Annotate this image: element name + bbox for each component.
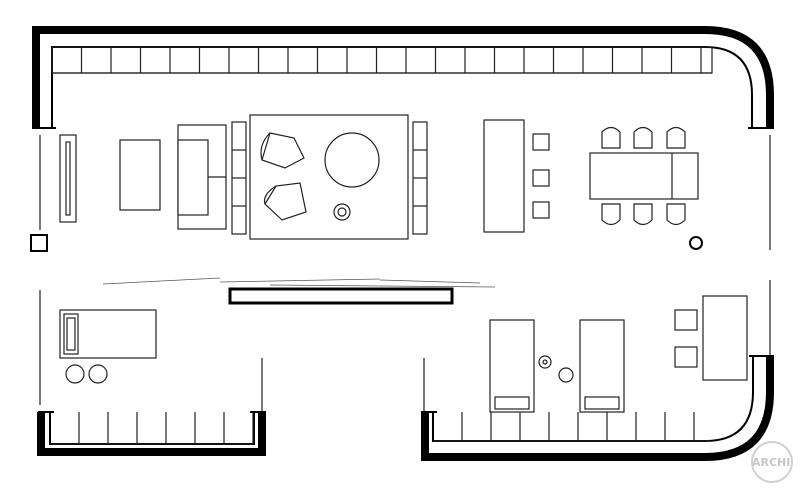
watermark-logo: ARCHI [751, 441, 793, 483]
lounge-chair-2 [264, 182, 307, 221]
desk [702, 295, 748, 381]
dining-area [483, 119, 703, 250]
living-area [59, 114, 428, 240]
pouf-2 [88, 364, 108, 384]
sliding-partition [102, 277, 496, 305]
pouf [558, 367, 574, 383]
plant [538, 355, 552, 369]
pouf-1 [65, 364, 85, 384]
console [483, 119, 525, 233]
coffee-table [119, 139, 161, 211]
top-window-strip [51, 46, 713, 74]
stool-1 [532, 133, 550, 151]
dining-table [589, 152, 699, 200]
svg-text:ARCHI: ARCHI [752, 456, 790, 469]
bedroom-right [423, 295, 748, 413]
chairs-bottom [601, 203, 686, 226]
chairs-top [601, 126, 686, 149]
top-wall [32, 26, 774, 129]
floor-lamp [689, 236, 703, 250]
desk-stool-2 [674, 346, 698, 368]
bottom-right-wall [421, 355, 774, 461]
side-walls [30, 135, 771, 405]
stool-3 [532, 201, 550, 219]
bottom-left-wall [37, 411, 266, 456]
bedroom-left [59, 309, 263, 412]
desk-stool-1 [674, 309, 698, 331]
lounge-chair-1 [261, 132, 305, 169]
stool-2 [532, 169, 550, 187]
stool [333, 203, 351, 221]
column-left [30, 234, 48, 252]
round-table [324, 132, 380, 188]
